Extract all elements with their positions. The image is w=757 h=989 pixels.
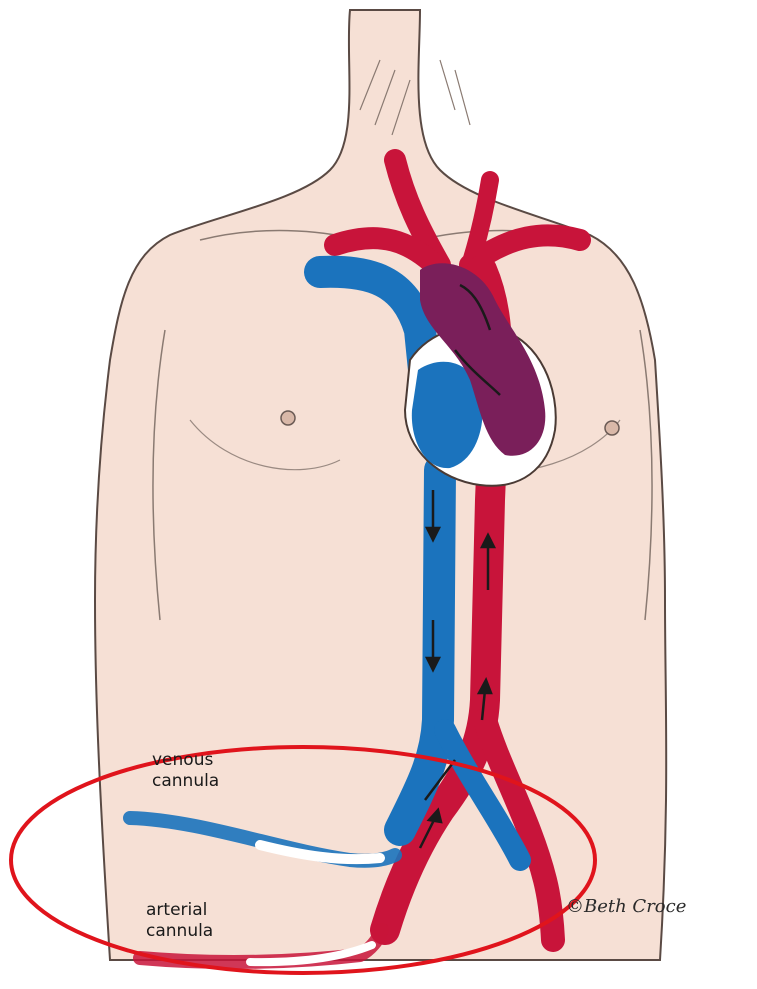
right-nipple (605, 421, 619, 435)
venous-cannula-label: venous cannula (152, 750, 219, 792)
arterial-cannula-label: arterial cannula (146, 900, 213, 942)
venous-label-line2: cannula (152, 771, 219, 792)
artist-signature: ©Beth Croce (566, 896, 686, 917)
arterial-label-line2: cannula (146, 921, 213, 942)
arterial-label-line1: arterial (146, 900, 213, 921)
left-nipple (281, 411, 295, 425)
venous-label-line1: venous (152, 750, 219, 771)
